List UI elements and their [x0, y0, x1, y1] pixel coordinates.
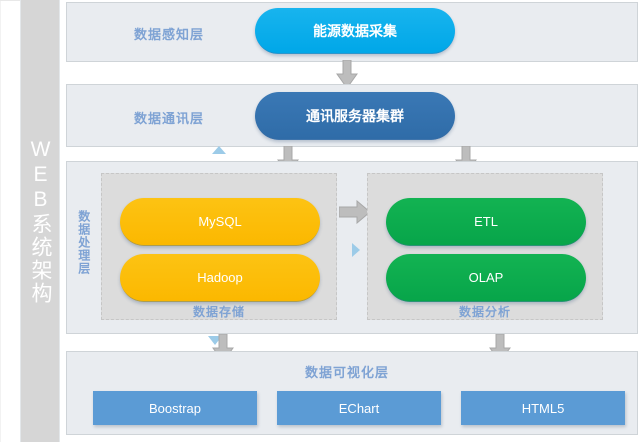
node-boostrap[interactable]: Boostrap — [93, 391, 257, 425]
layer-label-processing: 数据处理层 — [76, 210, 91, 275]
node-olap[interactable]: OLAP — [386, 254, 586, 302]
node-olap-label: OLAP — [468, 270, 504, 285]
node-communication-server-cluster[interactable]: 通讯服务器集群 — [255, 92, 455, 140]
group-caption-data-storage: 数据存储 — [192, 305, 245, 319]
node-mysql[interactable]: MySQL — [120, 198, 320, 246]
node-energy-data-collection-label: 能源数据采集 — [313, 22, 397, 39]
diagram-title-band: WEB系统架构 — [20, 0, 60, 442]
node-hadoop-label: Hadoop — [197, 270, 243, 285]
node-boostrap-label: Boostrap — [148, 400, 202, 416]
layer-label-communication: 数据通讯层 — [134, 111, 205, 126]
accent-triangle-right-icon — [352, 243, 360, 257]
top-hairline — [0, 0, 20, 1]
node-etl[interactable]: ETL — [386, 198, 586, 246]
node-etl-label: ETL — [474, 214, 498, 229]
diagram-title: WEB系统架构 — [29, 137, 53, 305]
arrow-storage-to-analysis-icon — [339, 200, 371, 224]
accent-triangle-down-icon — [208, 336, 222, 345]
node-echart[interactable]: EChart — [277, 391, 441, 425]
node-energy-data-collection[interactable]: 能源数据采集 — [255, 8, 455, 54]
group-caption-data-analysis: 数据分析 — [458, 305, 511, 319]
layer-label-perception: 数据感知层 — [134, 27, 205, 42]
node-html5[interactable]: HTML5 — [461, 391, 625, 425]
layer-label-visualization: 数据可视化层 — [305, 365, 390, 380]
arrow-perception-to-communication-icon — [336, 60, 358, 89]
node-mysql-label: MySQL — [198, 214, 242, 229]
node-html5-label: HTML5 — [521, 400, 565, 416]
accent-triangle-up-icon — [212, 146, 226, 154]
node-hadoop[interactable]: Hadoop — [120, 254, 320, 302]
node-communication-server-cluster-label: 通讯服务器集群 — [306, 107, 404, 124]
node-echart-label: EChart — [338, 400, 380, 416]
left-edge-line — [0, 0, 1, 442]
